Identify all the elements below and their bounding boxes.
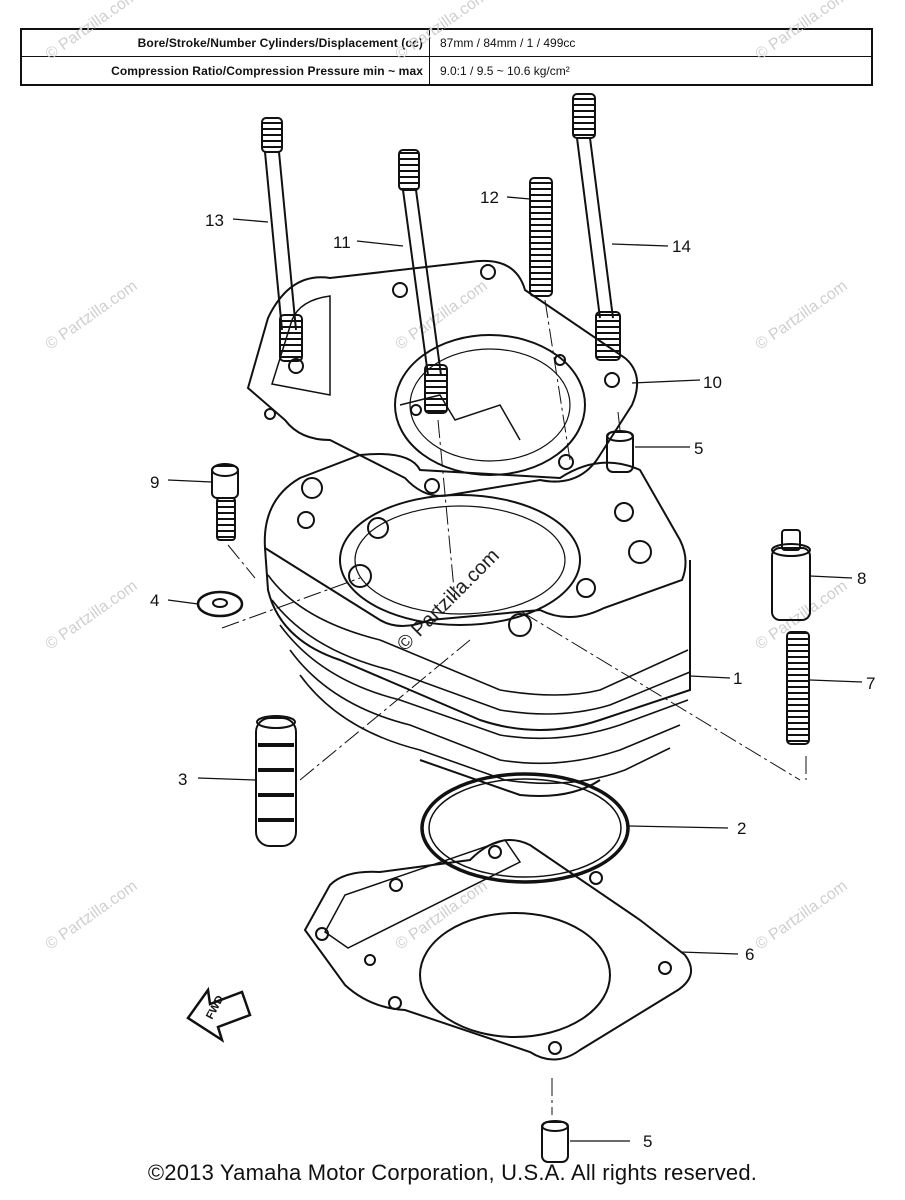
spec-label: Bore/Stroke/Number Cylinders/Displacemen… <box>22 30 430 56</box>
watermark-text: © Partzilla.com <box>393 0 491 63</box>
callout-9: 9 <box>150 473 159 492</box>
watermark-text: © Partzilla.com <box>43 878 141 954</box>
dowel-pin-part-5-upper <box>606 430 634 473</box>
spec-row-bore: Bore/Stroke/Number Cylinders/Displacemen… <box>22 30 871 57</box>
watermark-text: © Partzilla.com <box>43 278 141 354</box>
watermark-center: © Partzilla.com <box>393 545 504 656</box>
watermark-text: © Partzilla.com <box>753 0 851 63</box>
dowel-pin-part-5-lower <box>541 1120 569 1163</box>
callout-3: 3 <box>178 770 187 789</box>
callout-10: 10 <box>703 373 722 392</box>
spec-row-compression: Compression Ratio/Compression Pressure m… <box>22 57 871 84</box>
stud-bolt-part-11 <box>398 149 448 414</box>
alignment-lines <box>221 299 807 1115</box>
watermark-text: © Partzilla.com <box>753 278 851 354</box>
callout-2: 2 <box>737 819 746 838</box>
callout-labels: 13 11 12 14 10 5 9 8 4 1 7 3 2 6 5 FWD <box>150 188 875 1151</box>
callout-5-upper: 5 <box>694 439 703 458</box>
watermark-text: © Partzilla.com <box>753 878 851 954</box>
bolt-part-9 <box>211 463 239 541</box>
part-drawings <box>167 93 863 1163</box>
o-ring-part-2 <box>420 772 630 884</box>
callout-11: 11 <box>333 233 351 252</box>
spacer-part-8 <box>771 529 811 621</box>
cylinder-block-part-1 <box>263 453 691 797</box>
leader-lines <box>167 196 863 1142</box>
callout-4: 4 <box>150 591 159 610</box>
base-gasket-part-6 <box>303 839 693 1061</box>
callout-8: 8 <box>857 569 866 588</box>
watermark-text: © Partzilla.com <box>43 578 141 654</box>
stud-bolt-part-14 <box>572 93 621 361</box>
spec-value: 87mm / 84mm / 1 / 499cc <box>440 36 576 50</box>
fwd-arrow-icon <box>186 986 252 1043</box>
callout-7: 7 <box>866 674 875 693</box>
dowel-part-3 <box>255 715 297 847</box>
spec-label: Compression Ratio/Compression Pressure m… <box>22 57 430 84</box>
fwd-label: FWD <box>204 994 226 1022</box>
watermark-text: © Partzilla.com <box>393 878 491 954</box>
callout-13: 13 <box>205 211 224 230</box>
stud-bolt-part-13 <box>261 117 303 362</box>
callout-14: 14 <box>672 237 691 256</box>
stud-bolt-part-12 <box>529 177 553 297</box>
washer-part-4 <box>196 590 244 618</box>
spec-table: Bore/Stroke/Number Cylinders/Displacemen… <box>20 28 873 86</box>
callout-6: 6 <box>745 945 754 964</box>
watermark-text: © Partzilla.com <box>43 0 141 63</box>
watermarks: © Partzilla.com © Partzilla.com © Partzi… <box>43 0 851 953</box>
callout-5-lower: 5 <box>643 1132 652 1151</box>
callout-1: 1 <box>733 669 742 688</box>
copyright-notice: ©2013 Yamaha Motor Corporation, U.S.A. A… <box>147 1160 758 1185</box>
callout-12: 12 <box>480 188 499 207</box>
spec-value: 9.0:1 / 9.5 ~ 10.6 kg/cm² <box>440 63 570 78</box>
stud-part-7 <box>786 631 810 745</box>
